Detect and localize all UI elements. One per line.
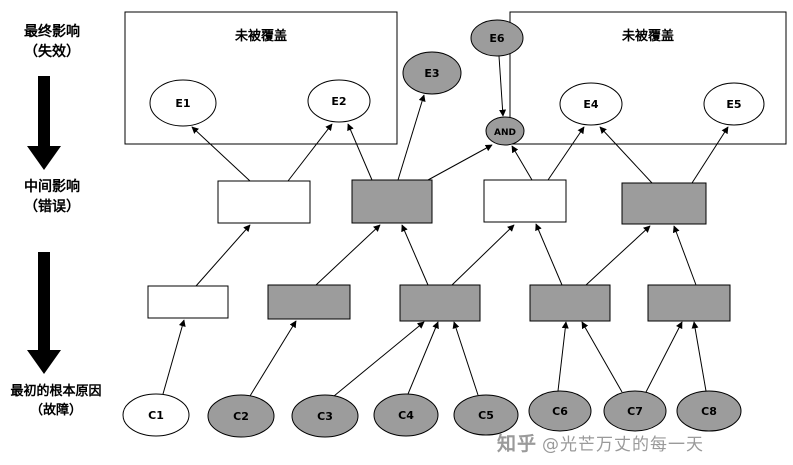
edge-arrow-19 <box>333 321 425 397</box>
edge-arrow-18 <box>249 320 297 397</box>
watermark: 知乎@光芒万丈的每一天 <box>497 429 704 456</box>
node-ellipse-E6 <box>470 19 524 57</box>
node-label-E3: E3 <box>424 67 439 80</box>
side-label-final-impact: 最终影响 （失效） <box>6 22 98 63</box>
node-ellipse-C6 <box>528 390 592 432</box>
edge-arrow-23 <box>581 321 623 393</box>
node-ellipse-C4 <box>373 393 439 437</box>
node-ellipse-E4 <box>559 82 623 126</box>
edge-arrow-13 <box>451 224 515 286</box>
node-ellipse-C2 <box>207 394 275 438</box>
node-rect-low-4 <box>529 284 611 322</box>
watermark-handle: @光芒万丈的每一天 <box>542 435 705 455</box>
flow-final-to-mid-head-icon <box>27 146 61 170</box>
node-label-E6: E6 <box>489 32 505 45</box>
container-label-uncovered-right: 未被覆盖 <box>621 28 674 44</box>
edge-arrow-15 <box>585 225 651 286</box>
edge-arrow-9 <box>691 126 729 184</box>
edge-arrow-4 <box>427 144 493 181</box>
node-label-C6: C6 <box>552 405 568 418</box>
edge-arrow-6 <box>498 55 507 117</box>
node-ellipse-C8 <box>676 390 742 432</box>
side-label-final-line1: 最终影响 <box>24 24 80 40</box>
node-ellipse-E3 <box>402 51 462 95</box>
zhihu-logo: 知乎 <box>497 433 538 455</box>
edge-arrow-12 <box>401 224 429 286</box>
node-ellipse-C7 <box>603 390 667 432</box>
container-label-uncovered-left: 未被覆盖 <box>234 28 287 44</box>
side-label-intermediate-line2: （错误） <box>24 199 80 216</box>
edge-arrow-11 <box>315 224 381 286</box>
edge-arrow-8 <box>599 126 653 184</box>
node-label-C7: C7 <box>627 405 643 418</box>
edge-arrow-21 <box>452 321 479 396</box>
node-label-AND: AND <box>494 128 516 138</box>
node-label-C2: C2 <box>233 410 249 423</box>
edge-arrow-3 <box>397 94 426 181</box>
edge-arrow-25 <box>691 321 707 392</box>
edge-arrow-14 <box>535 223 563 286</box>
node-rect-mid-2 <box>351 179 433 224</box>
node-label-C8: C8 <box>701 405 717 418</box>
node-label-E1: E1 <box>175 97 190 110</box>
side-label-final-line2: （失效） <box>24 44 80 61</box>
node-rect-low-2 <box>267 284 351 320</box>
edge-arrow-24 <box>645 321 683 393</box>
node-label-C4: C4 <box>398 409 414 422</box>
side-label-root-line1: 最初的根本原因 <box>10 384 102 399</box>
edge-arrow-0 <box>191 126 251 182</box>
edge-arrow-5 <box>511 145 533 181</box>
flow-mid-to-root-head-icon <box>27 350 61 374</box>
node-rect-low-3 <box>399 284 481 322</box>
node-ellipse-C1 <box>122 393 190 437</box>
side-label-root-line2: （故障） <box>29 402 82 418</box>
edge-arrow-10 <box>195 224 251 287</box>
node-ellipse-AND <box>485 116 525 146</box>
node-label-C3: C3 <box>317 410 333 423</box>
node-ellipse-E1 <box>149 79 217 127</box>
node-label-C1: C1 <box>148 409 164 422</box>
edge-arrow-22 <box>557 321 569 392</box>
flow-final-to-mid-bar <box>38 76 50 146</box>
node-label-E2: E2 <box>331 95 346 108</box>
edge-arrow-17 <box>162 319 186 395</box>
edge-arrow-1 <box>287 123 333 182</box>
node-rect-low-1 <box>147 285 229 319</box>
node-ellipse-E2 <box>307 79 371 123</box>
edge-arrow-2 <box>347 123 373 181</box>
node-ellipse-C3 <box>291 394 359 438</box>
edge-arrow-16 <box>672 225 697 286</box>
node-ellipse-C5 <box>453 394 519 436</box>
node-label-C5: C5 <box>478 409 494 422</box>
node-rect-mid-3 <box>483 179 567 223</box>
side-label-intermediate-impact: 中间影响 （错误） <box>8 177 96 218</box>
edge-arrow-7 <box>547 126 585 181</box>
node-label-E5: E5 <box>726 98 741 111</box>
side-label-root-cause: 最初的根本原因 （故障） <box>0 383 112 421</box>
node-ellipse-E5 <box>703 82 765 126</box>
flow-mid-to-root-bar <box>38 252 50 350</box>
side-label-intermediate-line1: 中间影响 <box>24 179 80 195</box>
edge-arrow-20 <box>407 321 439 395</box>
node-label-E4: E4 <box>583 98 599 111</box>
node-rect-mid-4 <box>621 182 707 225</box>
node-rect-low-5 <box>647 284 731 322</box>
node-rect-mid-1 <box>217 180 311 224</box>
